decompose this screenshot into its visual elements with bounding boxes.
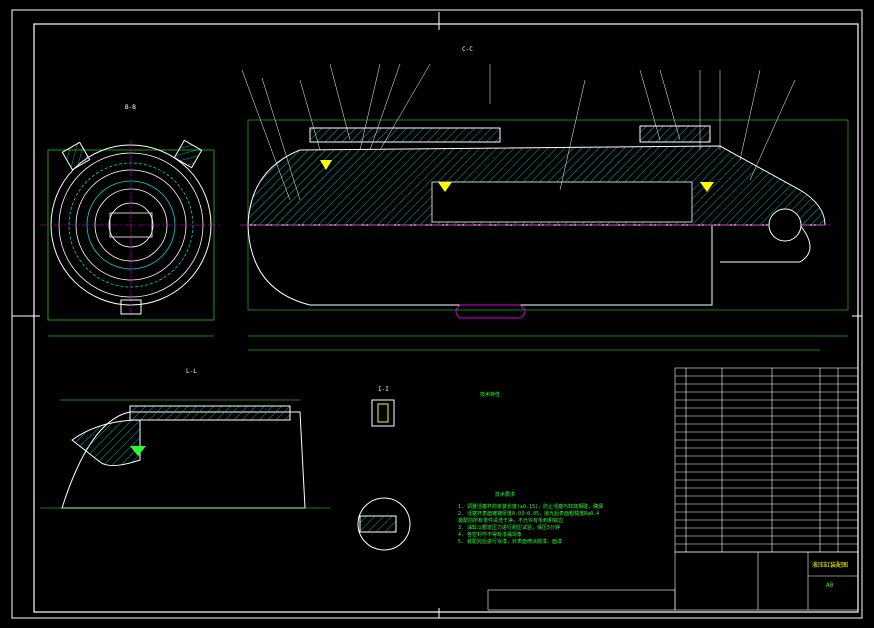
title-block <box>487 551 859 611</box>
section-label-left: B-B <box>125 104 136 111</box>
tech-note-line: 2. 活塞杆表面镀铬厚度0.03~0.05，抛光后表面粗糙度Ra0.4 <box>458 511 600 517</box>
section-label-small: I-I <box>378 386 389 393</box>
main-section-view <box>240 63 849 351</box>
section-view-l <box>40 399 330 509</box>
tech-title: 技术特性 <box>480 392 501 398</box>
section-label-top: C-C <box>462 46 473 53</box>
detail-views <box>357 399 411 551</box>
parts-list <box>674 367 859 553</box>
tech-note-line: 3. 油缸以额定压力进行耐压试验，保压5分钟 <box>458 525 561 531</box>
section-label-lower-left: L-L <box>186 368 197 375</box>
tech-note-line: 1. 调整活塞杆的安装长度(±0.15)，防止活塞与缸底相碰，确保 <box>458 504 604 510</box>
tech-note-line: 5. 装配完后进行涂漆，外表面喷涂底漆、面漆 <box>458 539 563 545</box>
tech-note-line: 装配前所有零件清洗干净，不允许有毛刺和锐边 <box>458 518 564 524</box>
req-title: 技术要求 <box>495 492 516 498</box>
tech-note-line: 4. 各密封件不得有渗漏现象 <box>458 532 523 538</box>
title-name: 液压缸装配图 <box>812 562 849 569</box>
drawing-frame <box>11 9 863 619</box>
title-sheet: A0 <box>826 582 834 589</box>
section-view-b <box>40 139 222 337</box>
